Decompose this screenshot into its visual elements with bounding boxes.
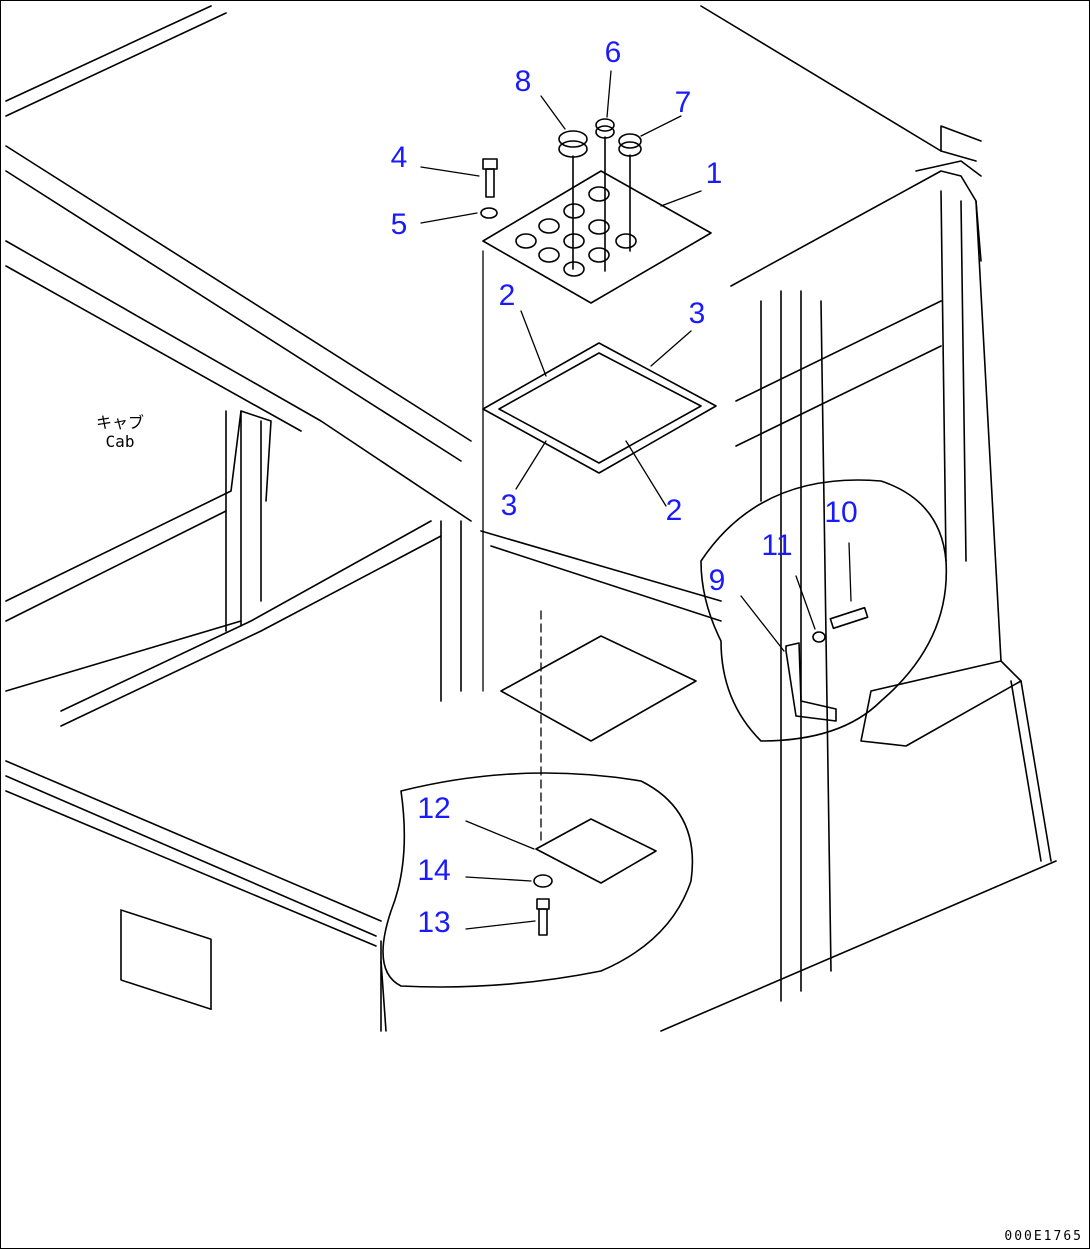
cab-roof [5, 5, 982, 522]
callout-4[interactable]: 4 [390, 141, 408, 174]
callout-14[interactable]: 14 [417, 854, 451, 887]
cab-label-en: Cab [105, 432, 135, 452]
floor-plate-assembly [533, 818, 657, 936]
right-pillar-frame [660, 170, 1057, 1032]
cab-floor [120, 520, 722, 1032]
bracket-assembly [785, 606, 869, 722]
callout-11[interactable]: 11 [761, 529, 793, 562]
callout-2-upper[interactable]: 2 [498, 279, 516, 312]
document-code: 000E1765 [1004, 1229, 1083, 1244]
callout-8[interactable]: 8 [514, 65, 532, 98]
callout-12[interactable]: 12 [417, 792, 451, 825]
callout-10[interactable]: 10 [824, 496, 858, 529]
cab-label: キャブ Cab [96, 413, 144, 451]
bolt-top [480, 158, 498, 219]
cab-label-jp: キャブ [96, 413, 145, 432]
callout-6[interactable]: 6 [604, 36, 622, 69]
leader-lines [420, 70, 852, 930]
grommets [558, 118, 642, 272]
callout-7[interactable]: 7 [674, 86, 692, 119]
left-window-frame [5, 410, 442, 947]
callout-9[interactable]: 9 [708, 564, 726, 597]
detail-bubble-seat [700, 479, 948, 742]
callout-3-lower[interactable]: 3 [500, 489, 518, 522]
callout-1[interactable]: 1 [705, 157, 723, 190]
gasket-frame [482, 342, 717, 474]
callout-5[interactable]: 5 [390, 208, 408, 241]
detail-bubble-floor [382, 772, 694, 988]
cover-plate [482, 170, 712, 304]
callout-2-lower[interactable]: 2 [665, 494, 683, 527]
callout-13[interactable]: 13 [417, 906, 451, 939]
callout-3-upper[interactable]: 3 [688, 297, 706, 330]
